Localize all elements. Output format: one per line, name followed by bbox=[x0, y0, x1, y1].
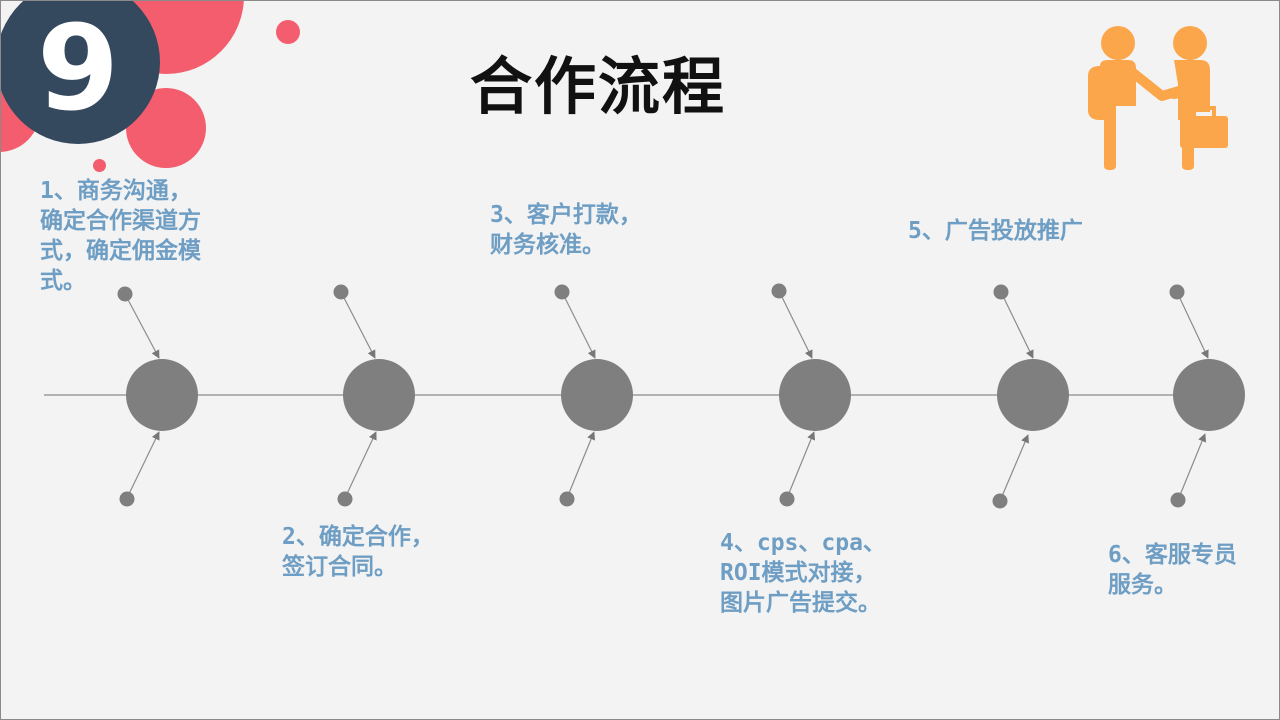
step-2-dot-bottom bbox=[337, 491, 353, 507]
section-number: 9 bbox=[36, 0, 120, 137]
step-6-dot-bottom bbox=[1170, 492, 1186, 508]
step-5-dot-bottom bbox=[992, 493, 1008, 509]
step-4-dot-bottom bbox=[779, 491, 795, 507]
step-2-node bbox=[343, 359, 415, 431]
decor-dot-small bbox=[93, 159, 106, 172]
step-3-caption: 3、客户打款， 财务核准。 bbox=[490, 202, 642, 258]
section-number-badge: 9 bbox=[0, 0, 160, 144]
timeline-step-1 bbox=[117, 286, 198, 507]
timeline-step-6 bbox=[1169, 284, 1245, 508]
page-title: 合作流程 bbox=[470, 50, 727, 123]
step-3-dot-top bbox=[554, 284, 570, 300]
step-6-node bbox=[1173, 359, 1245, 431]
step-5-caption: 5、广告投放推广 bbox=[908, 218, 1083, 244]
step-6-dot-top bbox=[1169, 284, 1185, 300]
step-3-node bbox=[561, 359, 633, 431]
timeline-step-4 bbox=[771, 283, 851, 507]
timeline-step-2 bbox=[333, 284, 415, 507]
step-1-node bbox=[126, 359, 198, 431]
decor-dot bbox=[276, 20, 300, 44]
handshake-icon bbox=[1088, 26, 1228, 170]
step-4-node bbox=[779, 359, 851, 431]
step-2-caption: 2、确定合作， 签订合同。 bbox=[282, 524, 434, 580]
step-6-caption: 6、客服专员 服务。 bbox=[1108, 542, 1237, 598]
step-4-dot-top bbox=[771, 283, 787, 299]
step-3-dot-bottom bbox=[559, 491, 575, 507]
step-1-caption: 1、商务沟通， 确定合作渠道方 式，确定佣金模 式。 bbox=[40, 178, 201, 294]
step-2-dot-top bbox=[333, 284, 349, 300]
step-1-dot-bottom bbox=[119, 491, 135, 507]
timeline-step-5 bbox=[992, 284, 1069, 509]
step-4-caption: 4、cps、cpa、 ROI模式对接， 图片广告提交。 bbox=[720, 530, 886, 616]
step-5-node bbox=[997, 359, 1069, 431]
step-5-dot-top bbox=[993, 284, 1009, 300]
step-1-dot-top bbox=[117, 286, 133, 302]
timeline-step-3 bbox=[554, 284, 633, 507]
